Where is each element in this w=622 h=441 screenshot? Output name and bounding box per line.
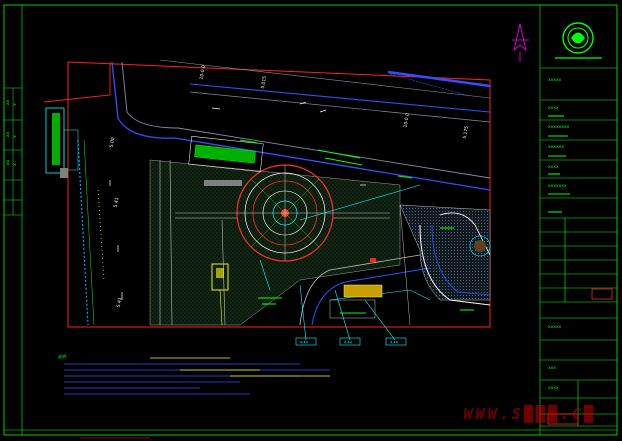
left-margin-label-6: x xyxy=(12,163,18,166)
left-margin-label-4: x xyxy=(12,135,18,138)
left-margin-label-2: x xyxy=(12,103,18,106)
title-row-6: xxxxxxx xyxy=(548,184,567,189)
company-logo xyxy=(555,22,602,59)
left-margin-label-1: xx xyxy=(6,99,12,106)
gray-block xyxy=(204,180,242,186)
title-row-2: xxxx xyxy=(548,106,559,111)
title-block xyxy=(539,5,617,435)
notes-yellow-marks xyxy=(150,357,330,377)
callout-label-2: 4.44 xyxy=(344,341,353,345)
plan-label-marks xyxy=(239,115,570,314)
east-parking-area xyxy=(399,204,491,301)
north-building xyxy=(194,144,256,164)
title-row-3: xxxxxxxx xyxy=(548,125,570,130)
callout-label-3: 4.44 xyxy=(390,341,399,345)
plaza-hatch-area xyxy=(149,159,401,326)
title-row-1: xxxxx xyxy=(548,78,562,83)
site-boundary-line xyxy=(67,61,491,328)
plaza-axes xyxy=(175,212,390,219)
north-arrow-icon xyxy=(512,23,529,62)
title-row-9: xxxx xyxy=(548,386,559,391)
callout-label-1: 4.44 xyxy=(300,341,309,345)
title-row-8: xxx xyxy=(548,366,556,371)
left-margin-table xyxy=(4,87,22,216)
left-margin-label-5: xx xyxy=(6,159,12,166)
east-round-feature xyxy=(469,235,491,257)
circular-plaza xyxy=(236,164,334,262)
white-plan-marks xyxy=(109,101,366,300)
site-watermark: WWW.S███.C█ xyxy=(463,405,596,423)
title-row-4: xxxxxx xyxy=(548,145,564,150)
north-building-outline xyxy=(188,136,264,172)
title-row-7: xxxxx xyxy=(548,325,562,330)
red-marker xyxy=(370,258,376,262)
east-building xyxy=(343,284,383,298)
road-network xyxy=(111,59,491,191)
west-building xyxy=(45,107,79,178)
callout-labels: 4.44 4.44 4.44 xyxy=(300,341,399,345)
south-building xyxy=(329,299,376,319)
kiosk-building xyxy=(211,263,229,326)
leader-lines xyxy=(259,184,421,341)
south-roads xyxy=(299,204,491,326)
notes-lines xyxy=(64,363,330,395)
drawing-no-box xyxy=(547,413,579,425)
drawing-frame xyxy=(3,4,618,436)
title-row-5: xxxx xyxy=(548,165,559,170)
revision-box xyxy=(591,288,613,300)
callout-boxes xyxy=(295,337,407,346)
left-margin-label-3: xx xyxy=(6,131,12,138)
notes-title: 说明: xyxy=(58,353,67,359)
site-boundary-notch xyxy=(43,62,111,103)
